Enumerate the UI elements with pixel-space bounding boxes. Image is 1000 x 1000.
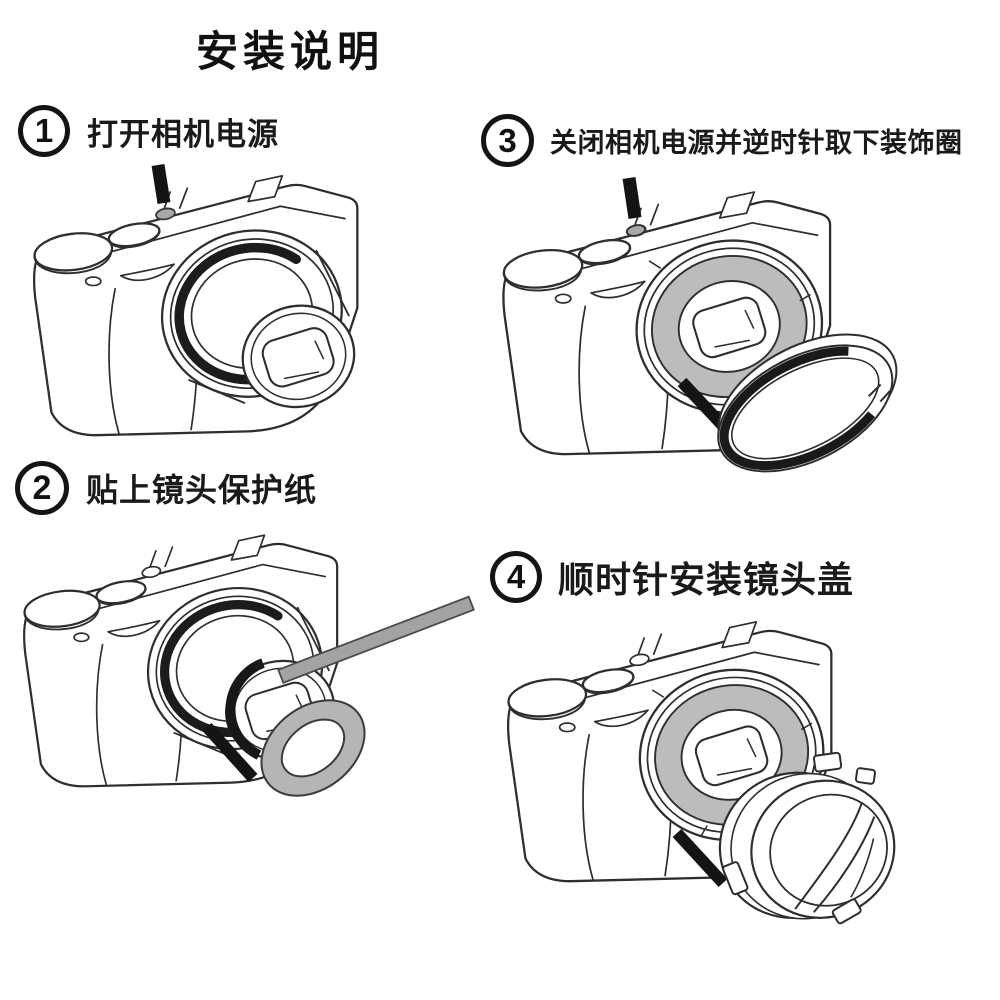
power-button: [155, 207, 176, 221]
step-2-number-badge: 2: [15, 461, 69, 515]
decorative-ring-mark: [225, 658, 265, 760]
lens-cap: [718, 751, 896, 925]
step-4-label: 顺时针安装镜头盖: [558, 559, 855, 600]
step-2-header: 2 贴上镜头保护纸: [15, 461, 317, 515]
camera-illustration-remove-ring: [488, 177, 898, 473]
step-1-number-badge: 1: [18, 105, 70, 157]
step-4-header: 4 顺时针安装镜头盖: [490, 551, 854, 603]
camera-illustration-power-on: [25, 163, 370, 455]
arrow-indicator: [672, 828, 728, 888]
decorative-ring: [717, 333, 898, 473]
step-4-number-badge: 4: [490, 551, 542, 603]
protection-paper-ring: [260, 699, 366, 797]
camera-illustration-install-cap: [492, 608, 896, 925]
step-2-number: 2: [32, 468, 52, 507]
step-1-number: 1: [34, 112, 54, 149]
camera-illustration-protection-paper: [12, 522, 475, 797]
step-3-header: 3 关闭相机电源并逆时针取下装饰圈: [481, 114, 963, 167]
step-3-label: 关闭相机电源并逆时针取下装饰圈: [550, 128, 963, 158]
step-1-header: 1 打开相机电源: [18, 105, 279, 157]
step-2-label: 贴上镜头保护纸: [86, 472, 318, 508]
step-3-number-badge: 3: [481, 114, 534, 167]
arrow-indicator: [622, 177, 642, 219]
power-button: [626, 224, 646, 237]
step-1-label: 打开相机电源: [87, 116, 279, 152]
arrow-indicator: [202, 722, 258, 783]
arrow-indicator: [151, 163, 171, 205]
page-title: 安装说明: [196, 28, 385, 75]
protection-paper-strip: [277, 595, 475, 684]
step-4-number: 4: [506, 558, 526, 595]
step-3-number: 3: [498, 121, 517, 159]
